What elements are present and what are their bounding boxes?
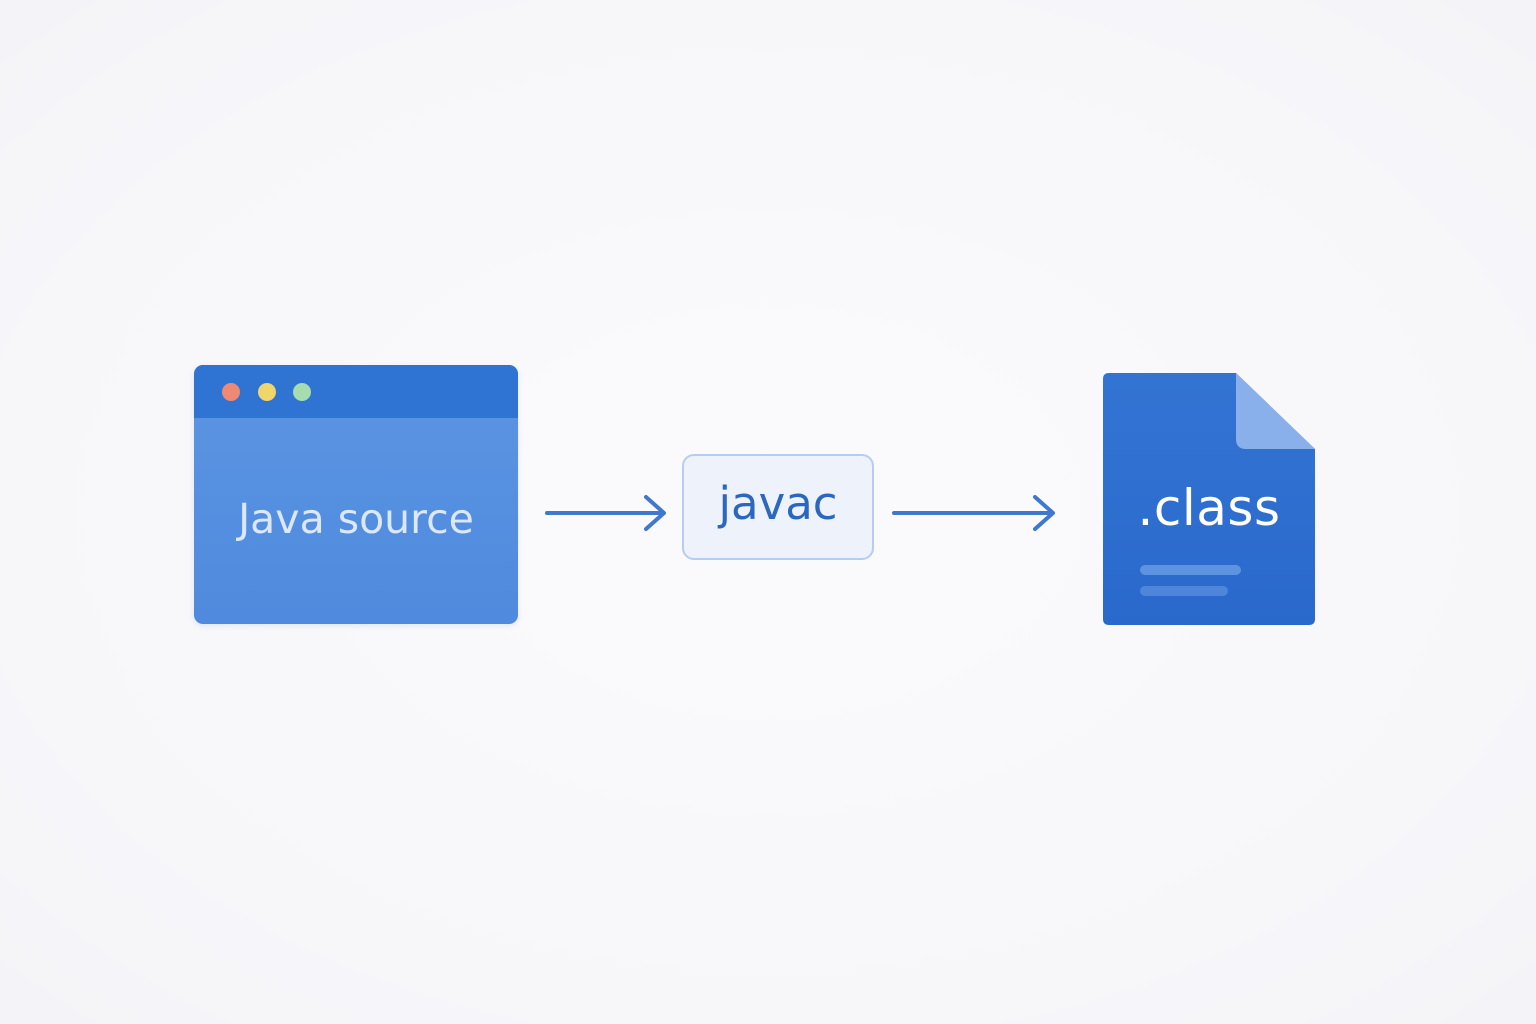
file-icon — [1103, 373, 1315, 625]
source-label: Java source — [238, 495, 474, 543]
class-label: .class — [1137, 479, 1281, 537]
close-dot-icon — [222, 383, 240, 401]
window-titlebar — [194, 365, 518, 418]
javac-compiler-box: javac — [682, 454, 874, 560]
class-file: .class — [1103, 373, 1315, 625]
minimize-dot-icon — [258, 383, 276, 401]
arrow-right-icon — [892, 495, 1055, 531]
maximize-dot-icon — [293, 383, 311, 401]
arrow-right-icon — [545, 495, 666, 531]
compiler-label: javac — [718, 476, 838, 530]
java-source-window: Java source — [194, 365, 518, 624]
